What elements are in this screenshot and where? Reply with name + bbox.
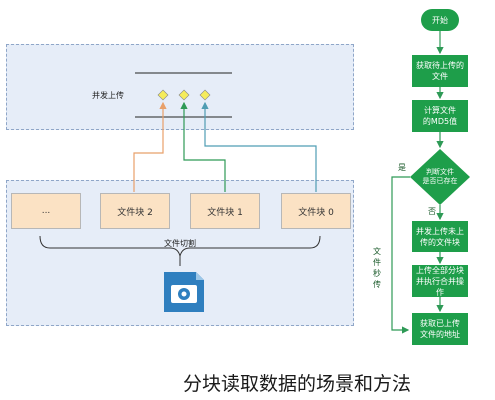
concurrent-upload-label: 并发上传 (92, 91, 124, 100)
file-block-2: 文件块 2 (100, 193, 170, 229)
arrow-block2 (133, 101, 167, 192)
diamond-1 (157, 89, 169, 101)
no-label: 否 (428, 207, 436, 216)
arrow-block0 (201, 101, 317, 192)
file-block-1: 文件块 1 (190, 193, 260, 229)
flow-calc-md5: 计算文件 的MD5值 (412, 100, 468, 132)
flow-merge: 上传全部分块 并执行合并操作 (412, 265, 468, 297)
diamond-2 (178, 89, 190, 101)
video-file-icon (164, 272, 204, 312)
arrow-block1 (180, 101, 226, 192)
file-split-label: 文件切割 (164, 239, 196, 248)
flow-get-url: 获取已上传 文件的地址 (412, 313, 468, 345)
flow-get-file: 获取待上传的文件 (412, 55, 468, 87)
instant-upload-label: 文件秒传 (373, 247, 381, 289)
decision-diamond (410, 149, 470, 205)
flow-concurrent-upload: 并发上传未上传的文件块 (412, 221, 468, 252)
concurrent-upload-panel (6, 44, 354, 130)
yes-path (391, 176, 410, 334)
diamond-3 (199, 89, 211, 101)
caption: 分块读取数据的场景和方法 (183, 373, 412, 395)
flow-decision: 判断文件 是否已存在 (422, 168, 458, 185)
flow-start: 开始 (421, 9, 459, 31)
file-block-0: 文件块 0 (281, 193, 351, 229)
yes-label: 是 (398, 163, 406, 172)
file-block-ellipsis: ... (11, 193, 81, 229)
